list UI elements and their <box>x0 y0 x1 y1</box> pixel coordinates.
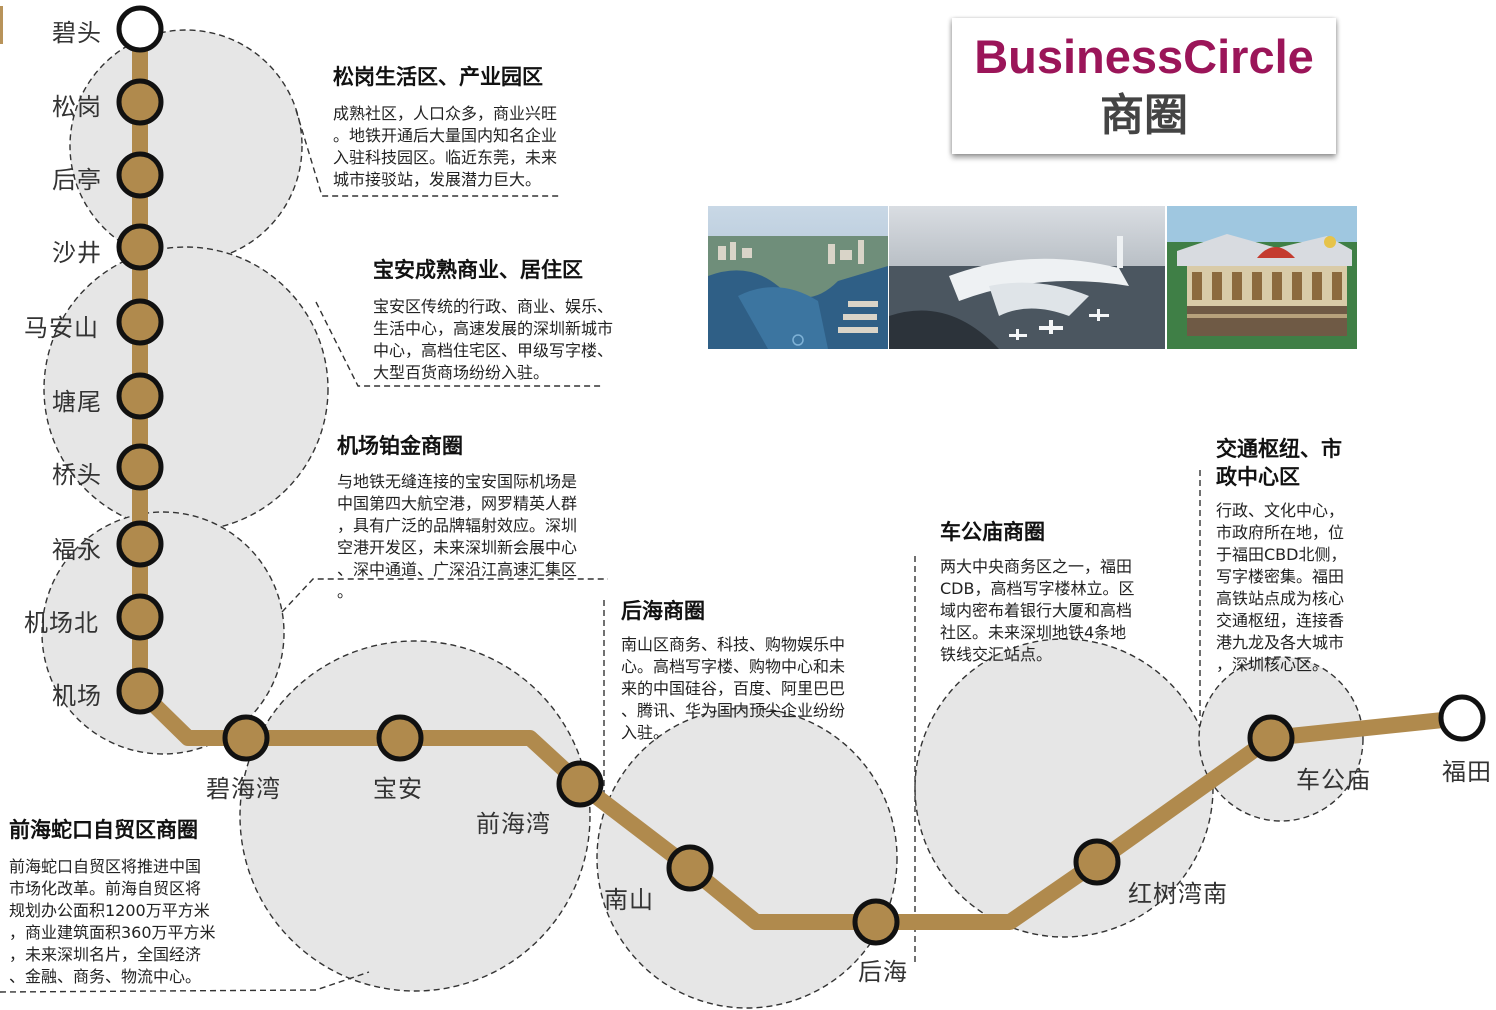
station-marker <box>116 151 164 199</box>
zone-circles <box>41 29 1364 1009</box>
station-building-render-photo <box>1167 206 1357 349</box>
airport-terminal-render-photo <box>889 206 1165 349</box>
station-label: 塘尾 <box>52 388 102 416</box>
callout-lines <box>0 109 1201 993</box>
station-marker <box>376 714 424 762</box>
station-marker <box>556 760 604 808</box>
station-label: 马安山 <box>24 314 99 342</box>
station-label: 车公庙 <box>1296 766 1371 794</box>
station-marker <box>222 714 270 762</box>
station-label: 宝安 <box>373 775 423 803</box>
zone-title-airport: 机场铂金商圈 <box>337 434 463 458</box>
station-marker <box>852 898 900 946</box>
station-markers <box>116 5 1486 946</box>
station-label: 沙井 <box>52 239 102 267</box>
callout-line <box>281 578 608 613</box>
zone-title-chegongmiao: 车公庙商圈 <box>940 520 1045 544</box>
zone-circle <box>596 707 898 1009</box>
title-chinese: 商圈 <box>1100 90 1188 141</box>
zone-desc-qianhai-shekou: 前海蛇口自贸区将推进中国市场化改革。前海自贸区将 规划办公面积1200万平方米，… <box>9 857 216 986</box>
station-label: 碧海湾 <box>206 775 281 803</box>
zone-title-houhai: 后海商圈 <box>621 599 705 623</box>
title-english: BusinessCircle <box>974 30 1314 83</box>
station-marker <box>116 372 164 420</box>
zone-title-qianhai-shekou: 前海蛇口自贸区商圈 <box>9 818 198 842</box>
business-circle-title-card: BusinessCircle 商圈 <box>952 18 1336 154</box>
zone-title-futian: 交通枢纽、市政中心区 <box>1216 437 1342 489</box>
station-label: 机场北 <box>24 609 99 637</box>
station-label: 福田 <box>1442 758 1492 786</box>
zone-title-baoan: 宝安成熟商业、居住区 <box>373 258 583 282</box>
station-marker <box>116 298 164 346</box>
left-edge-mark <box>0 6 3 44</box>
terminal-station-marker <box>1438 694 1486 742</box>
station-label: 松岗 <box>52 93 102 121</box>
terminal-station-marker <box>116 5 164 53</box>
station-label: 后海 <box>858 958 908 986</box>
zone-desc-songgang: 成熟社区，人口众多，商业兴旺。地铁开通后大量国内知名企业 入驻科技园区。临近东莞… <box>333 104 558 189</box>
station-label: 后亭 <box>52 166 102 194</box>
station-label: 碧头 <box>52 19 102 47</box>
station-label: 机场 <box>52 682 102 710</box>
station-marker <box>1247 714 1295 762</box>
station-marker <box>1073 838 1121 886</box>
callout-line <box>0 971 370 993</box>
zone-circle <box>69 29 303 263</box>
station-marker <box>666 844 714 892</box>
waterfront-city-aerial-photo <box>708 206 888 349</box>
zone-desc-airport: 与地铁无缝连接的宝安国际机场是中国第四大航空港，网罗精英人群 ，具有广泛的品牌辐… <box>337 472 578 601</box>
station-marker <box>116 223 164 271</box>
station-label: 前海湾 <box>476 810 551 838</box>
station-label: 南山 <box>604 886 654 914</box>
station-label: 红树湾南 <box>1128 880 1228 908</box>
station-marker <box>116 443 164 491</box>
station-marker <box>116 520 164 568</box>
zone-desc-houhai: 南山区商务、科技、购物娱乐中心。高档写字楼、购物中心和未 来的中国硅谷，百度、阿… <box>621 635 846 742</box>
callout-line <box>315 301 602 387</box>
station-marker <box>116 667 164 715</box>
zone-circle <box>41 511 285 755</box>
zone-desc-baoan: 宝安区传统的行政、商业、娱乐、生活中心，高速发展的深圳新城市 中心，高档住宅区、… <box>373 297 614 382</box>
zone-desc-futian: 行政、文化中心，市政府所在地，位 于福田CBD北侧，写字楼密集。福田 高铁站点成… <box>1216 501 1347 674</box>
station-marker <box>116 593 164 641</box>
station-label: 桥头 <box>52 461 102 489</box>
station-label: 福永 <box>52 536 102 564</box>
zone-circle <box>239 640 591 992</box>
station-marker <box>116 78 164 126</box>
zone-title-songgang: 松岗生活区、产业园区 <box>333 65 543 89</box>
